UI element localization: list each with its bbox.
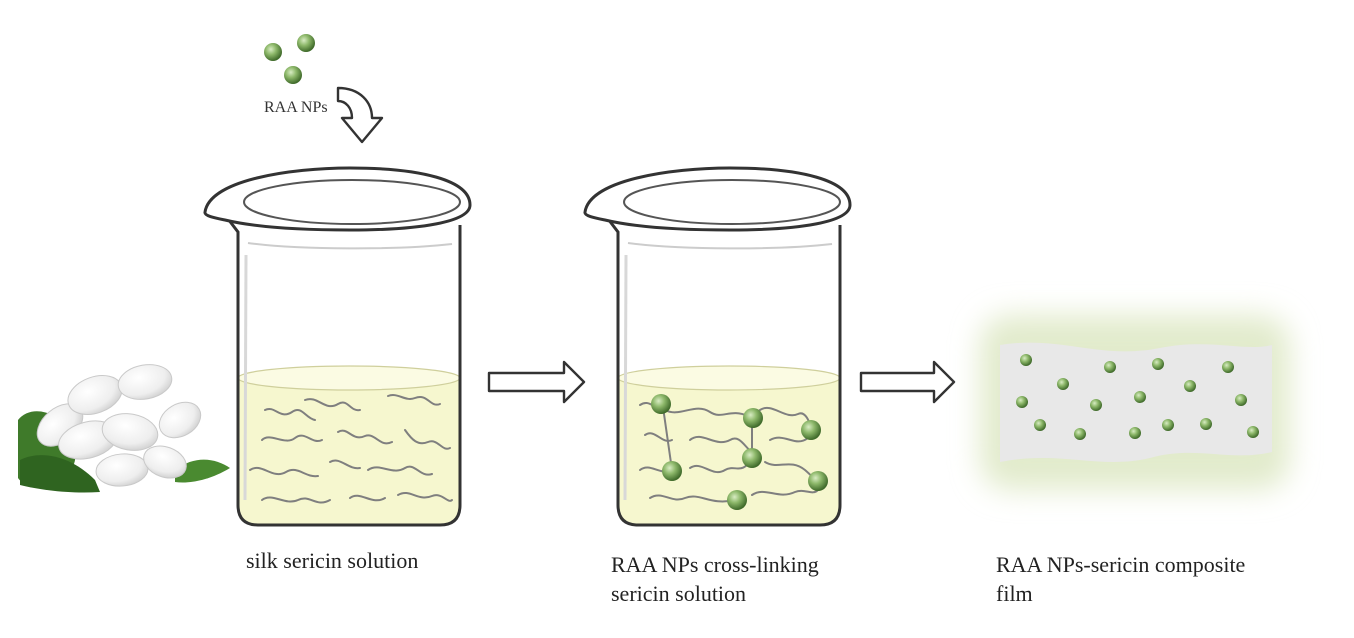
nanoparticle-label: RAA NPs [264,99,328,116]
crosslinked-chains [639,399,819,503]
beaker-2 [583,166,852,527]
hollow-right-arrow-icon [487,360,586,404]
step2-caption-line2: sericin solution [611,581,747,606]
curved-down-arrow-icon [336,86,384,144]
step3-caption-line2: film [996,581,1033,606]
film-nanoparticles [1016,354,1259,440]
step1-caption: silk sericin solution [246,546,418,575]
step1-caption-text: silk sericin solution [246,548,419,573]
hollow-right-arrow-icon [859,360,956,404]
falling-nanoparticles [264,34,315,84]
step3-caption: RAA NPs-sericin composite film [996,550,1245,608]
step2-caption-line1: RAA NPs cross-linking [611,552,819,577]
step3-caption-line1: RAA NPs-sericin composite [996,552,1246,577]
step2-caption: RAA NPs cross-linking sericin solution [611,550,819,608]
embedded-nanoparticles [651,394,828,510]
sericin-chains [249,394,453,504]
silk-cocoons-illustration [18,364,230,493]
composite-film [980,315,1290,490]
beaker-1 [203,166,472,527]
